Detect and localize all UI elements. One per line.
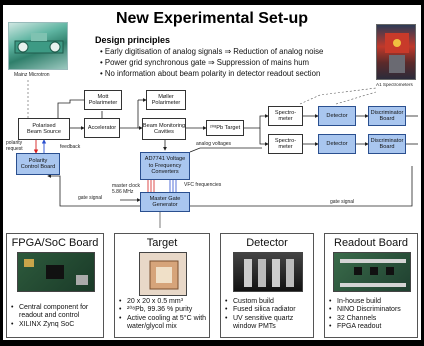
polarity-request-label: polarity request <box>6 140 23 152</box>
analog-voltages-label: analog voltages <box>196 141 232 147</box>
mott-polarimeter-box: Mott Polarimeter <box>84 90 122 110</box>
card-target-item: ²⁰⁸Pb, 99.36 % purity <box>119 306 207 315</box>
card-fpga: FPGA/SoC Board Central component for rea… <box>6 233 104 338</box>
card-detector-list: Custom build Fused silica radiator UV se… <box>225 298 311 332</box>
card-readout-item: 32 Channels <box>329 315 415 324</box>
card-target: Target 20 x 20 x 0.5 mm³ ²⁰⁸Pb, 99.36 % … <box>114 233 210 338</box>
card-readout-item: NINO Discriminators <box>329 306 415 315</box>
detector-box-1: Detector <box>318 106 356 126</box>
card-target-item: Active cooling at 5°C with water/glycol … <box>119 315 207 332</box>
card-detector-item: Custom build <box>225 298 311 307</box>
a1-spectrometers-label: A1 Spectrometers <box>376 82 413 87</box>
master-clock-label: master clock 5.86 MHz <box>112 183 141 195</box>
beam-source-box: Polarised Beam Source <box>18 118 70 140</box>
slide-title: New Experimental Set-up <box>115 10 309 27</box>
card-readout-item: FPGA readout <box>329 323 415 332</box>
gate-signal-right-label: gate signal <box>330 199 355 205</box>
card-readout-list: In-house build NINO Discriminators 32 Ch… <box>329 298 415 332</box>
discriminator-board-box-1: Discriminator Board <box>368 106 406 126</box>
card-target-list: 20 x 20 x 0.5 mm³ ²⁰⁸Pb, 99.36 % purity … <box>119 298 207 332</box>
fpga-board-photo <box>17 252 95 292</box>
detector-box-2: Detector <box>318 134 356 154</box>
card-readout-title: Readout Board <box>334 237 408 249</box>
readout-board-photo <box>333 252 411 292</box>
accelerator-box: Accelerator <box>84 118 120 138</box>
vfc-box: AD7741 Voltage to Frequency Converters <box>140 152 190 180</box>
card-detector-title: Detector <box>246 237 288 249</box>
polarity-control-board-box: Polarity Control Board <box>16 153 60 175</box>
feedback-label: feedback <box>60 144 81 150</box>
card-target-title: Target <box>146 237 178 249</box>
spectrometer-box-1: Spectro- meter <box>268 106 303 126</box>
card-detector-item: Fused silica radiator <box>225 306 311 315</box>
vfc-frequencies-label: VFC frequencies <box>184 182 222 188</box>
card-detector: Detector Custom build Fused silica radia… <box>220 233 314 338</box>
card-fpga-item: Central component for readout and contro… <box>11 304 101 321</box>
spectrometer-box-2: Spectro- meter <box>268 134 303 154</box>
card-readout: Readout Board In-house build NINO Discri… <box>324 233 418 338</box>
card-fpga-item: XILINX Zynq SoC <box>11 321 101 330</box>
target-box: ²⁰⁸Pb Target <box>206 120 244 136</box>
gate-signal-left-label: gate signal <box>78 195 103 201</box>
card-readout-item: In-house build <box>329 298 415 307</box>
mainz-microtron-label: Mainz Microtron <box>14 72 50 78</box>
principle-3: • No information about beam polarity in … <box>100 69 321 78</box>
moller-polarimeter-box: Møller Polarimeter <box>146 90 186 110</box>
card-target-item: 20 x 20 x 0.5 mm³ <box>119 298 207 307</box>
card-fpga-title: FPGA/SoC Board <box>11 237 99 249</box>
principle-1: • Early digitisation of analog signals ⇒… <box>100 47 324 56</box>
target-photo <box>139 252 187 296</box>
detector-photo <box>233 252 303 292</box>
master-gate-generator-box: Master Gate Generator <box>140 192 190 212</box>
beam-monitoring-box: Beam Monitoring Cavities <box>142 118 186 140</box>
principle-2: • Power grid synchronous gate ⇒ Suppress… <box>100 58 310 67</box>
card-detector-item: UV sensitive quartz window PMTs <box>225 315 311 332</box>
card-fpga-list: Central component for readout and contro… <box>11 304 101 330</box>
mainz-microtron-photo <box>8 22 68 70</box>
a1-spectrometers-photo <box>376 24 416 80</box>
design-principles-heading: Design principles <box>95 35 171 45</box>
discriminator-board-box-2: Discriminator Board <box>368 134 406 154</box>
